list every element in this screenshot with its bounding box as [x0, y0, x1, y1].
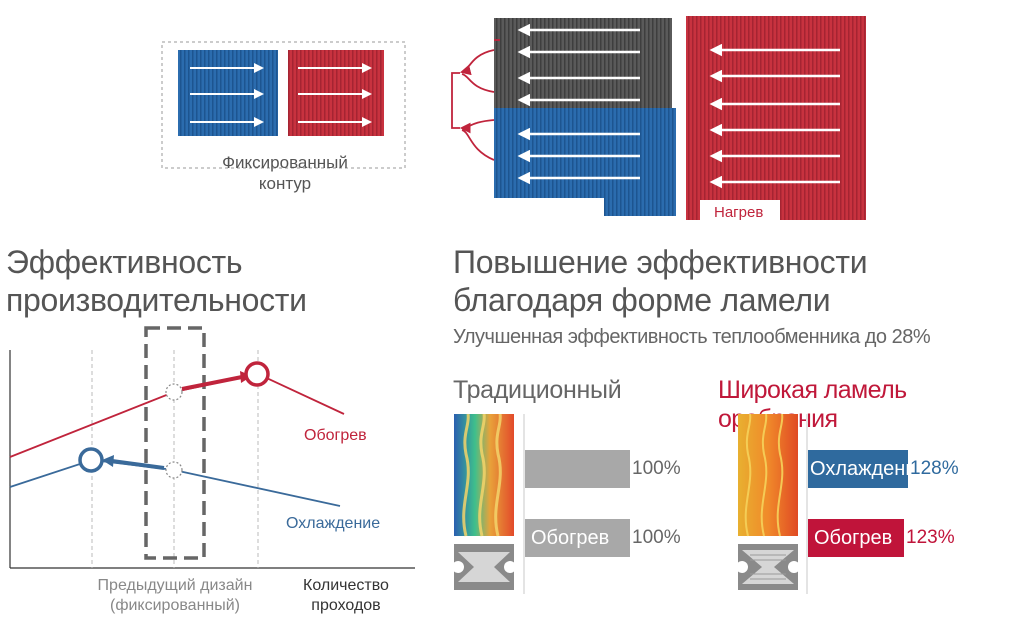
fixed-circuit-diagram [161, 41, 406, 169]
variable-circuit-diagram [451, 16, 866, 226]
heating-series-label: Обогрев [304, 427, 367, 444]
fixed-circuit-label: Фиксированный контур [222, 153, 348, 193]
cooling-optimum-point [78, 447, 104, 473]
blue-coil-large [494, 108, 604, 198]
heating-improvement-arrow [181, 375, 243, 391]
wide-fin-heating-label: Обогрев [814, 527, 893, 549]
x-axis-title: Количество проходов [303, 577, 389, 614]
traditional-bar-1-value: 100% [632, 458, 681, 479]
performance-chart: Обогрев Охлаждение [9, 326, 415, 569]
traditional-bar-heating: Обогрев [525, 519, 630, 557]
wide-fin-title: Широкая ламель оребрения [718, 376, 907, 433]
wide-fin-heating-value: 123% [906, 527, 955, 548]
traditional-heating-label: Обогрев [531, 527, 610, 549]
wide-fin-bar-cooling: Охлаждение [808, 450, 908, 488]
wide-fin-thermal-image [738, 414, 800, 590]
heating-previous-point [165, 383, 183, 401]
wide-fin-bar-heating: Обогрев [808, 519, 904, 557]
traditional-title: Традиционный [453, 376, 622, 404]
top-diagrams [161, 16, 866, 226]
traditional-heating-value: 100% [632, 527, 681, 548]
cooling-previous-point [165, 461, 183, 479]
heating-optimum-point [244, 361, 270, 387]
previous-design-box [144, 326, 206, 560]
previous-design-annotation: Предыдущий дизайн (фиксированный) [97, 577, 253, 614]
fin-efficiency-title: Повышение эффективности благодаря форме … [453, 244, 868, 318]
cooling-improvement-arrow [111, 459, 165, 470]
red-coil-large [686, 16, 866, 220]
traditional-bar-1 [525, 450, 630, 488]
wide-fin-bar-axis [806, 414, 808, 594]
traditional-bar-axis [523, 414, 525, 594]
performance-title: Эффективность производительности [6, 244, 307, 318]
wide-fin-cooling-label: Охлаждение [810, 458, 908, 480]
wide-fin-cooling-value: 128% [910, 458, 959, 479]
heating-label: Нагрев [714, 204, 764, 221]
cooling-series-label: Охлаждение [286, 515, 380, 532]
efficiency-subtitle: Улучшенная эффективность теплообменника … [453, 326, 931, 348]
traditional-fin-thermal-image [454, 414, 516, 590]
